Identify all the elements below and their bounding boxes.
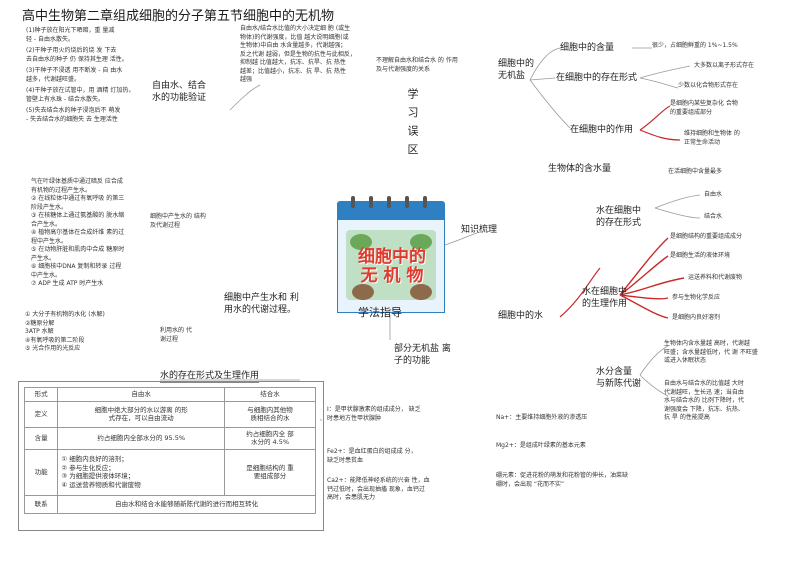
water-role-2: 是细胞生活的液体环境 [670,252,731,259]
salt-form-ion: 大多数以离子形式存在 [694,62,755,69]
misconception-note: 不理解自由水和结合水 的 作用 及与代谢强度的关系 [376,57,458,73]
table-header: 形式 [23,387,59,402]
salt-role-compound: 是细胞内某些复杂化 合物 的重要组成部分 [670,100,738,116]
table-row: 含量 约占细胞内全部水分的 95.5% 约占细胞内全 部 水分的 4.5% [23,426,316,450]
table-cell: 约占细胞内全部水分的 95.5% [57,426,226,450]
salt-content-value: 很少，占细胞鲜重的 1%~1.5% [652,42,738,49]
method-guide-label: 学法指导 [358,306,402,319]
water-using-label: 利用水的 代 谢过程 [160,327,192,343]
experiment-1: (1)种子放在阳光下晒暗，重 量减 轻 - 自由水散失。 [26,27,115,43]
iodine-function: Ⅰ：是甲状腺激素的组成成分， 缺乏 时患地方性甲状腺肿 [327,406,421,422]
table-cell: 与细胞内其他物 质相结合的水 [224,400,316,428]
water-forms-table: 形式 自由水 结合水 定义 细胞中绝大部分的水以游离 的形 式存在，可以自由流动… [23,387,316,514]
table-cell: 功能 [23,448,59,496]
table-row: 定义 细胞中绝大部分的水以游离 的形 式存在，可以自由流动 与细胞内其他物 质相… [23,400,316,428]
topic-calendar-illustration: 细胞中的 无 机 物 [337,196,445,313]
table-cell: 自由水和结合水能够随新陈代谢的进行而相互转化 [57,494,316,514]
table-cell: 细胞中绝大部分的水以游离 的形 式存在，可以自由流动 [57,400,226,428]
water-using-processes: ① 大分子有机物的水化 (水解) ②糖原分解 3ATP 水解 ④有氧呼吸的第二阶… [25,311,105,352]
iron-function: Fe2+：是血红蛋白的组成成 分， 缺乏时患贫血 [327,448,417,464]
table-cell: ① 细胞内良好的溶剂； ② 参与生化反应； ③ 为细胞提供液体环境； ④ 运送营… [57,448,226,496]
table-cell: 定义 [23,400,59,428]
salt-form-compound: 少数以化合物形式存在 [678,82,739,89]
water-producing-processes: 气在叶绿体基质中通过暗反 应合成 有机物的过程产生水。 ② 在线粒体中通过有氧呼… [31,178,125,287]
salt-role-node: 在细胞中的作用 [570,125,634,135]
table-cell: 是细胞结构的 重 要组成部分 [224,448,316,496]
salt-content-node: 细胞中的含量 [560,43,615,53]
page-title: 高中生物第二章组成细胞的分子第五节细胞中的无机物 [22,9,335,24]
water-role-1: 是细胞结构的重要组成成分 [670,233,743,240]
magnesium-function: Mg2+：是组成叶绿素的基本元素 [496,442,586,449]
inorganic-salt-node: 细胞中的 无机盐 [498,59,535,81]
seed-experiments-list: (1)种子放在阳光下晒暗，重 量减 轻 - 自由水散失。 (2)干种子用火灼烧后… [26,27,144,124]
boron-function: 硼元素：促进花粉的萌发和花粉管的伸长，油菜缺 硼时，会出现 “花而不实” [496,472,629,488]
salt-role-life: 维持细胞和生物体 的 正常生命活动 [684,130,740,146]
table-cell: 约占细胞内全 部 水分的 4.5% [224,426,316,450]
water-form-node: 水在细胞中 的存在形式 [596,206,642,228]
bound-water-leaf: 结合水 [704,213,723,220]
cell-water-node: 细胞中的水 [498,311,544,321]
water-metabolism-1: 生物体内含水量越 高时，代谢越 旺盛；含水量越低时，代 谢 不旺盛 或进入休眠状… [664,340,758,364]
water-role-5: 是细胞内良好溶剂 [672,314,721,321]
experiment-3: (3)干种子不浸透 用不断发 - 自 由水 越多，代谢越旺盛。 [26,67,123,83]
table-cell: 含量 [23,426,59,450]
experiment-4: (4)干种子放在试管中，用 酒精 灯加热， 管壁上有水珠 - 结合水散失。 [26,87,135,103]
table-row: 联系 自由水和结合水能够随新陈代谢的进行而相互转化 [23,494,316,514]
table-row: 功能 ① 细胞内良好的溶剂； ② 参与生化反应； ③ 为细胞提供液体环境； ④ … [23,448,316,496]
table-frame [18,381,324,531]
water-producing-structure-label: 细胞中产生水的 结构 及代谢过程 [150,213,206,229]
calcium-function: Ca2+：能降低神经系统的兴奋 性，血 钙过低时，会出现抽搐 现象，血钙过 高时… [327,477,430,501]
sodium-function: Na+：主要维持细胞外液的渗透压 [496,414,588,421]
water-content-node: 生物体的含水量 [548,164,612,174]
experiment-2: (2)干种子用火灼烧后的烧 发 下去 去自由水的种子 仍 保持其生理 活性。 [26,47,128,63]
free-bound-ratio-text: 自由水/结合水比值的大小决定细 胞 (或生 物体)的代谢强度，比值 越大说明细胞… [240,25,356,83]
table-header: 自由水 [57,387,226,402]
calendar-title: 细胞中的 无 机 物 [358,247,426,286]
knowledge-review-label: 知识梳理 [461,225,498,235]
water-role-3: 运送养料和代谢废物 [688,274,743,281]
experiment-5: (5)失去结合水的种子浸泡后不 萌发 - 失去结合水的细胞失 去 生理活性 [26,107,121,123]
water-role-node: 水在细胞中 的生理作用 [582,287,628,309]
ion-function-label: 部分无机盐 离 子的功能 [394,344,451,366]
salt-form-node: 在细胞中的存在形式 [556,73,638,83]
table-header: 结合水 [224,387,316,402]
table-header-row: 形式 自由水 结合水 [23,387,316,402]
water-role-4: 参与生物化学反应 [672,294,721,301]
free-water-leaf: 自由水 [704,191,723,198]
water-metabolism-node: 水分含量 与新陈代谢 [596,367,642,389]
learning-mistakes-label: 学 习 误 区 [406,88,419,157]
water-content-value: 在活细胞中含量最多 [668,168,723,175]
table-cell: 联系 [23,494,59,514]
water-function-verify-label: 自由水、结合 水的功能验证 [152,81,207,103]
water-forms-section-title: 水的存在形式及生理作用 [160,371,260,383]
water-metabolism-2: 自由水与结合水的比值越 大时 代谢越旺，生长迅 速；当自由 水与结合水的 比例下… [664,380,744,421]
produce-use-water-label: 细胞中产生水和 利 用水的代谢过程。 [224,293,299,315]
